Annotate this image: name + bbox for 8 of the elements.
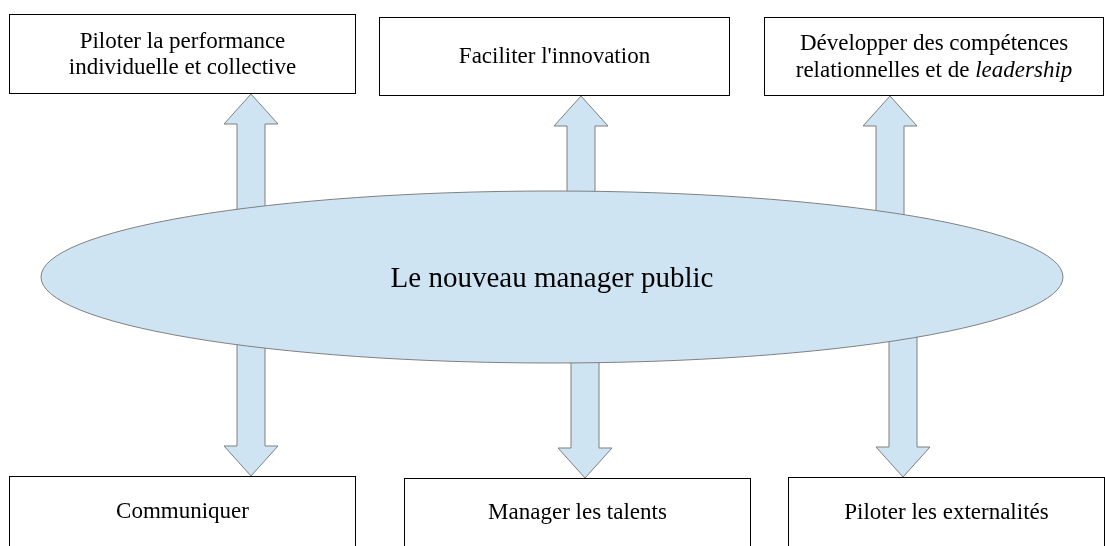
text-box: Communiquer (9, 476, 356, 546)
text-box: Développer des compétences relationnelles et de leadership (764, 17, 1104, 96)
text-box: Piloter les externalités (788, 477, 1105, 546)
text-box: Manager les talents (404, 478, 751, 546)
text-box: Faciliter l'innovation (379, 17, 730, 96)
node-label: Le nouveau manager public (390, 260, 714, 294)
ellipse-shape (40, 190, 1064, 364)
text-box: Piloter la performance individuelle et collective (9, 14, 356, 94)
